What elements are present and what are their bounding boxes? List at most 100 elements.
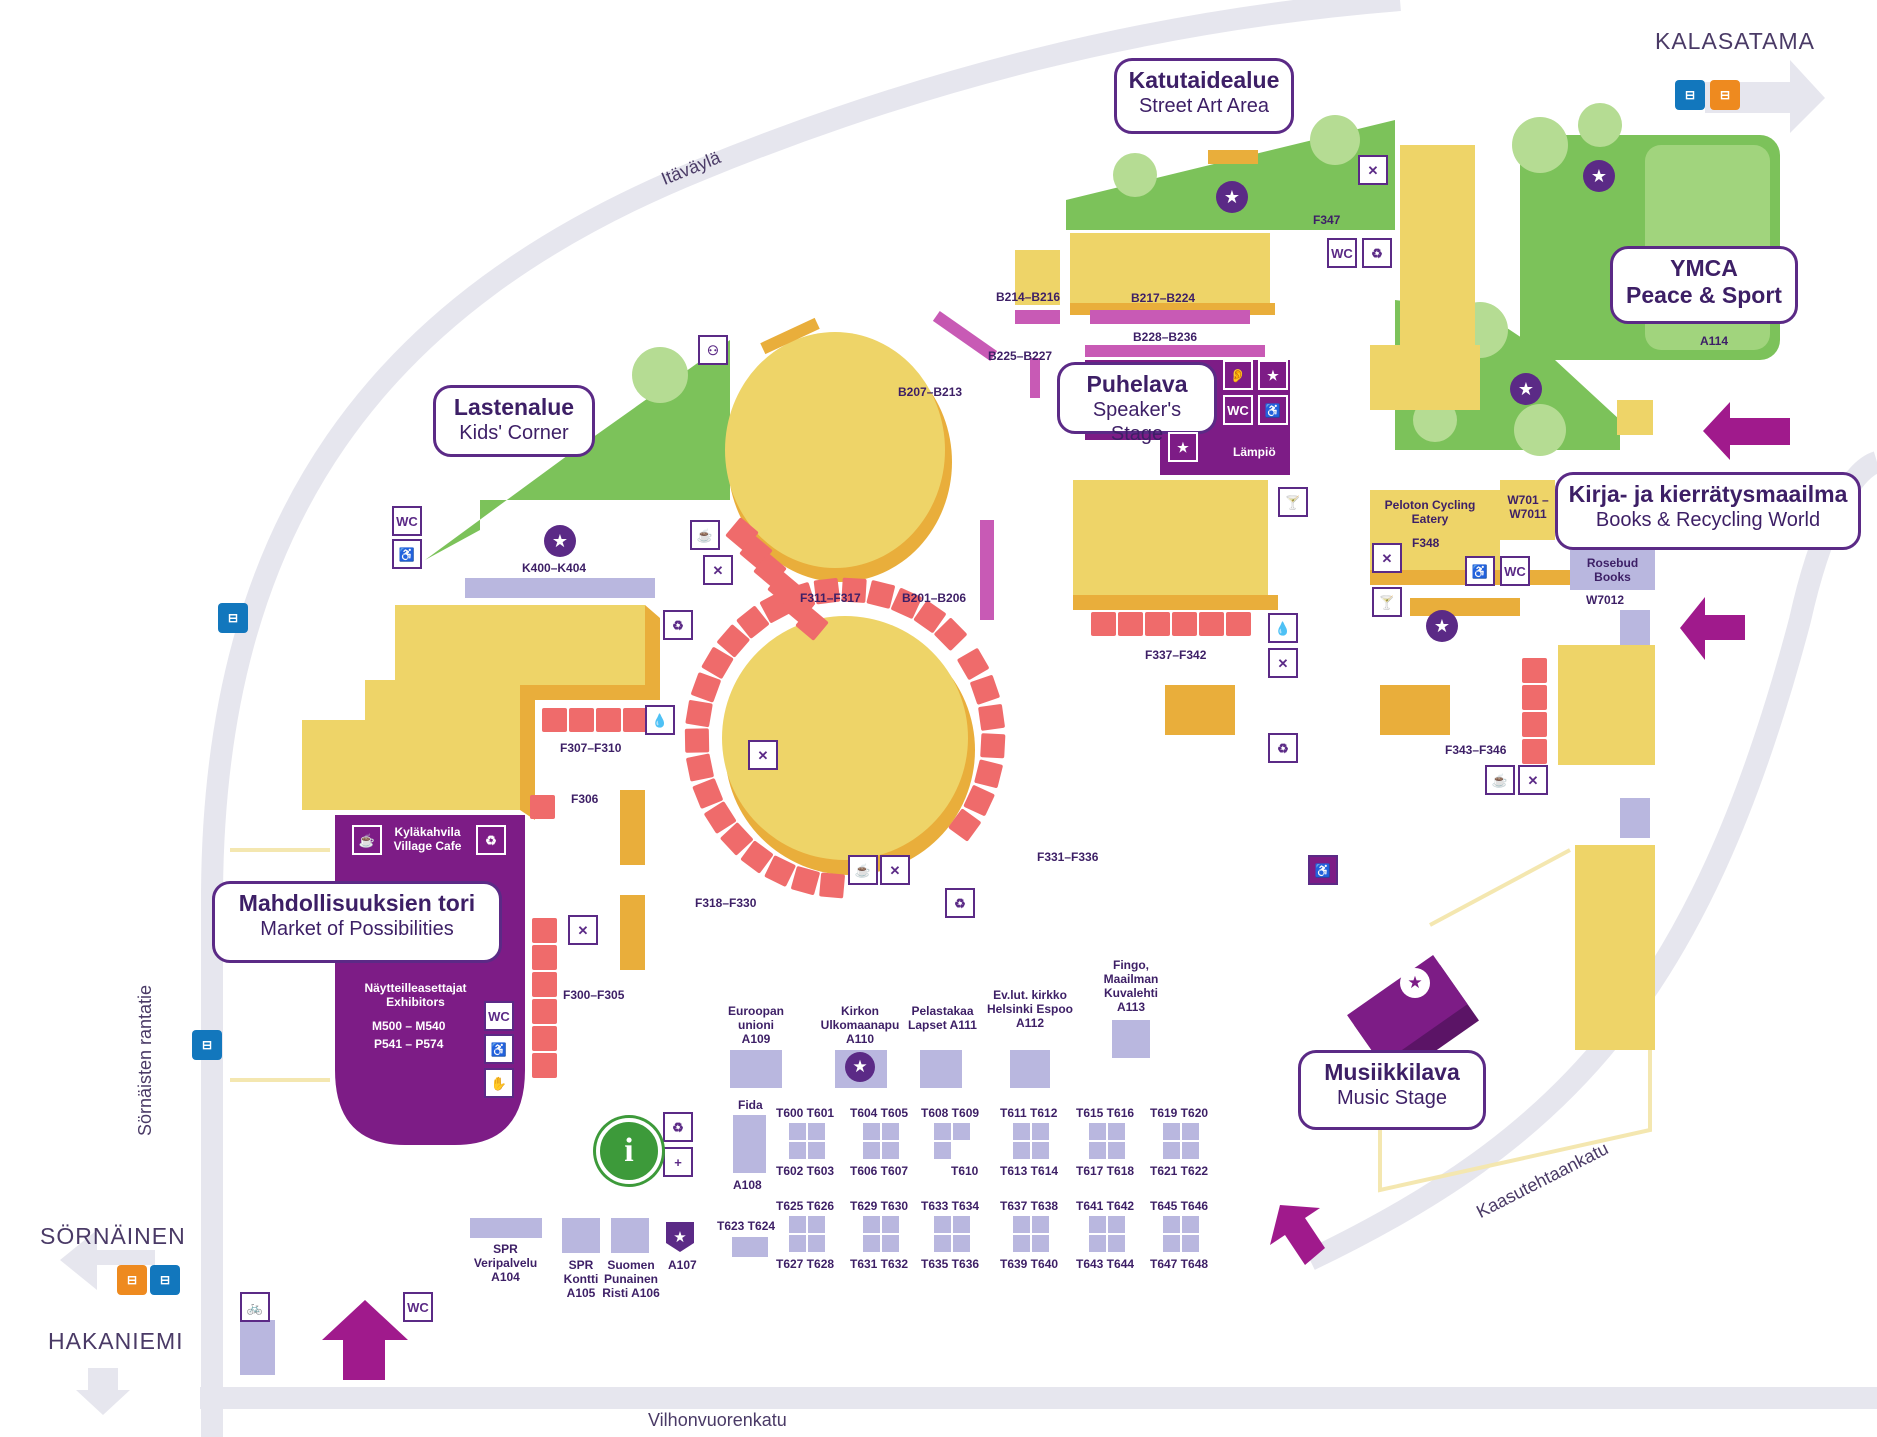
salmon-stall (957, 648, 989, 680)
callout-street-art[interactable]: Katutaidealue Street Art Area (1114, 58, 1294, 134)
tram-icon-sornainen: ⊟ (117, 1265, 147, 1295)
tree-3 (1310, 115, 1360, 165)
t-booth-cell (932, 1121, 953, 1142)
label-village-cafe: Kyläkahvila Village Cafe (393, 825, 462, 853)
salmon-stall (980, 733, 1006, 759)
t-booth-label-top: T633 T634 (921, 1199, 980, 1213)
salmon-stall (692, 778, 723, 809)
t-booth-cell (787, 1233, 808, 1254)
entrance-arrows (322, 402, 1790, 1380)
salmon-stall (685, 700, 713, 728)
cafe-icon: ☕ (1485, 765, 1515, 795)
label-F331: F331–F336 (1037, 850, 1099, 864)
pink-b214 (1015, 310, 1060, 324)
t-booth-cell (880, 1214, 901, 1235)
t-booth-cell (1106, 1121, 1127, 1142)
music-subtitle: Music Stage (1336, 1087, 1448, 1109)
food-icon: ✕ (1268, 648, 1298, 678)
t-booth-label-top: T645 T646 (1150, 1199, 1209, 1213)
star-marker-books: ★ (1426, 610, 1458, 642)
callout-books-recycling[interactable]: Kirja- ja kierrätysmaailma Books & Recyc… (1555, 472, 1861, 550)
building-rosebud (1570, 550, 1655, 590)
callout-speakers-stage[interactable]: Puhelava Speaker's Stage (1057, 362, 1217, 445)
salmon-stall (569, 708, 594, 732)
t-booth-cell (1180, 1233, 1201, 1254)
info-icon[interactable]: i (596, 1118, 662, 1184)
street-vilhonvuoren: Vilhonvuorenkatu (648, 1410, 787, 1430)
salmon-stall (1145, 612, 1170, 636)
bus-icon-kalasatama: ⊟ (1675, 80, 1705, 110)
t-booth-label-bottom: T627 T628 (776, 1257, 835, 1271)
star-marker-A110: ★ (845, 1052, 875, 1082)
booth-A106 (611, 1218, 649, 1253)
t-booth-label-top: T637 T638 (1000, 1199, 1059, 1213)
star-icon: ★ (1168, 432, 1198, 462)
label-A108: A108 (733, 1178, 762, 1192)
t-booth-cell (932, 1214, 953, 1235)
booth-A104 (470, 1218, 542, 1238)
accessible-icon: ♿ (1258, 395, 1288, 425)
label-B214: B214–B216 (996, 290, 1061, 304)
t-booth-grid (787, 1121, 1201, 1254)
walk-paths (230, 848, 1652, 1193)
direction-hakaniemi: HAKANIEMI (48, 1328, 184, 1354)
salmon-stall (813, 577, 841, 605)
seating-3 (620, 790, 645, 865)
pink-b201 (980, 520, 994, 620)
label-B201: B201–B206 (902, 591, 967, 605)
label-A104: SPR Veripalvelu A104 (473, 1242, 538, 1284)
label-F307: F307–F310 (560, 741, 622, 755)
booth-bike (240, 1320, 275, 1375)
street-sornaisten: Sörnäisten rantatie (135, 984, 156, 1137)
tent-south (722, 616, 968, 860)
callout-ymca[interactable]: YMCA Peace & Sport (1610, 246, 1798, 324)
buildings (302, 145, 1655, 1050)
salmon-stall (963, 785, 995, 816)
callout-kids-corner[interactable]: Lastenalue Kids' Corner (433, 385, 595, 457)
t-booth-cell (1087, 1233, 1108, 1254)
wc-icon: WC (1327, 238, 1357, 268)
stairs-1 (1620, 610, 1650, 645)
label-K400: K400–K404 (522, 561, 587, 575)
salmon-stall (1172, 612, 1197, 636)
salmon-stall (791, 866, 820, 895)
callout-market[interactable]: Mahdollisuuksien tori Market of Possibil… (212, 881, 502, 963)
salmon-stall (841, 577, 867, 603)
salmon-stall (866, 580, 895, 609)
t-booth-cell (1106, 1214, 1127, 1235)
booth-A109 (730, 1050, 782, 1088)
salmon-stall (795, 607, 829, 641)
callout-music-stage[interactable]: Musiikkilava Music Stage (1298, 1050, 1486, 1130)
salmon-stall (1522, 658, 1547, 683)
t-booth-cell (1087, 1121, 1108, 1142)
salmon-stall (691, 672, 721, 703)
market-subtitle: Market of Possibilities (260, 918, 454, 940)
hearing-loop-icon: 👂 (1223, 360, 1253, 390)
t-booth-cell (880, 1140, 901, 1161)
seating (620, 150, 1520, 970)
t-booth-cell (1180, 1214, 1201, 1235)
t-booth-cell (1011, 1121, 1032, 1142)
pink-b217 (1090, 310, 1250, 324)
tree-4 (1512, 117, 1568, 173)
seating-5 (1208, 150, 1258, 164)
t-booth-cell (861, 1233, 882, 1254)
cafe-icon: ☕ (690, 520, 720, 550)
food-icon: ✕ (1358, 155, 1388, 185)
salmon-stall (1522, 739, 1547, 764)
label-A110: Kirkon Ulkomaanapu A110 (820, 1004, 900, 1046)
direction-sornainen: SÖRNÄINEN (40, 1223, 186, 1249)
star-marker-street-art: ★ (1216, 181, 1248, 213)
label-rosebud: Rosebud Books (1586, 556, 1639, 584)
t-booth-label-top: T625 T626 (776, 1199, 835, 1213)
first-aid-icon: + (663, 1147, 693, 1177)
t-booth-label-bottom: T602 T603 (776, 1164, 835, 1178)
salmon-stall (819, 872, 845, 899)
recycle-icon: ♻ (476, 825, 506, 855)
hand-icon: ✋ (484, 1068, 514, 1098)
star-marker-music: ★ (1400, 968, 1430, 998)
cafe-icon: ☕ (848, 855, 878, 885)
label-B228: B228–B236 (1133, 330, 1198, 344)
street-art-title: Katutaidealue (1128, 67, 1280, 93)
food-icon: ✕ (880, 855, 910, 885)
